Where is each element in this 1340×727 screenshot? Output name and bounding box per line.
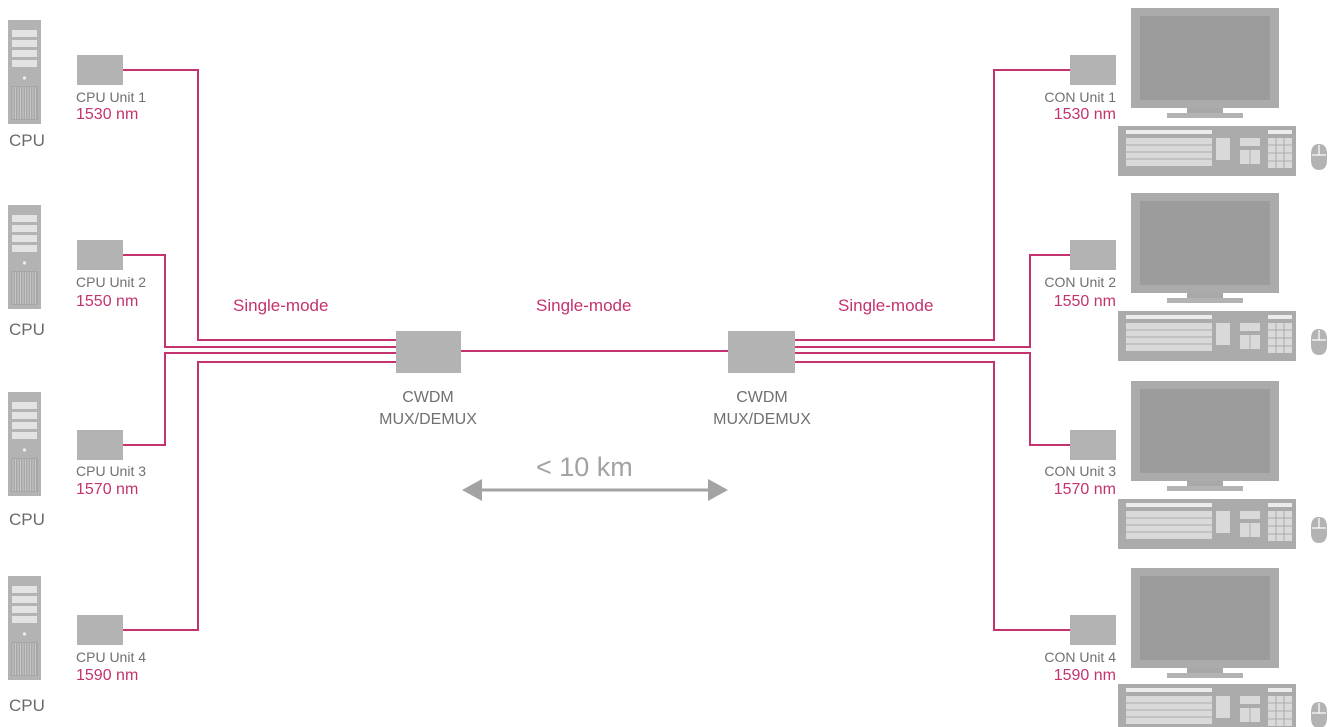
con-unit-1-wavelength: 1530 nm [1053, 106, 1116, 123]
cpu-unit-1-label: CPU Unit 1 [76, 89, 147, 105]
fiber-label-trunk: Single-mode [536, 296, 632, 315]
mouse-icon [1310, 701, 1328, 727]
con-unit-3-label: CON Unit 3 [1044, 463, 1116, 479]
cpu-unit-1-box [77, 55, 123, 85]
mux-left-label: CWDM MUX/DEMUX [343, 387, 513, 431]
keyboard-icon [1117, 310, 1297, 362]
cpu-unit-2-wavelength: 1550 nm [76, 293, 139, 310]
fiber-con-unit-1 [795, 69, 1070, 341]
cpu-label: CPU [9, 510, 45, 529]
monitor-icon [1131, 381, 1279, 491]
mouse-icon [1310, 328, 1328, 356]
con-unit-3-wavelength: 1570 nm [1053, 481, 1116, 498]
cpu-unit-3-box [77, 430, 123, 460]
mouse-icon [1310, 143, 1328, 171]
con-unit-4-label: CON Unit 4 [1044, 649, 1116, 665]
cpu-label: CPU [9, 320, 45, 339]
monitor-icon [1131, 8, 1279, 118]
fiber-label-left: Single-mode [233, 296, 329, 315]
cpu-unit-1-wavelength: 1530 nm [76, 106, 139, 123]
distance-arrow [462, 479, 728, 501]
fiber-cpu-unit-2 [123, 254, 396, 348]
fiber-cpu-unit-3 [123, 352, 396, 446]
cpu-tower-icon [7, 391, 42, 497]
keyboard-icon [1117, 498, 1297, 550]
mux-left-line2: MUX/DEMUX [379, 411, 477, 428]
fiber-con-unit-4 [795, 361, 1070, 631]
fiber-lines [123, 69, 1070, 631]
mux-right-box [728, 331, 795, 373]
cpu-unit-3-wavelength: 1570 nm [76, 481, 139, 498]
mouse-icon [1310, 516, 1328, 544]
con-unit-4-wavelength: 1590 nm [1053, 667, 1116, 684]
con-unit-2-box [1070, 240, 1116, 270]
distance-label: < 10 km [536, 452, 633, 482]
monitor-icon [1131, 568, 1279, 678]
cpu-unit-4-label: CPU Unit 4 [76, 649, 147, 665]
con-unit-4-box [1070, 615, 1116, 645]
cpu-tower-icon [7, 575, 42, 681]
con-unit-1-box [1070, 55, 1116, 85]
fiber-con-unit-2 [795, 254, 1070, 348]
cpu-unit-4-box [77, 615, 123, 645]
cpu-tower-icon [7, 204, 42, 310]
cpu-label: CPU [9, 131, 45, 150]
fiber-label-right: Single-mode [838, 296, 934, 315]
con-unit-1-label: CON Unit 1 [1044, 89, 1116, 105]
cpu-tower-icon [7, 19, 42, 125]
cpu-unit-2-label: CPU Unit 2 [76, 274, 147, 290]
mux-left-box [396, 331, 461, 373]
keyboard-icon [1117, 683, 1297, 727]
fiber-con-unit-3 [795, 352, 1070, 446]
cpu-unit-2-box [77, 240, 123, 270]
con-unit-2-wavelength: 1550 nm [1053, 293, 1116, 310]
con-unit-3-box [1070, 430, 1116, 460]
fiber-cpu-unit-1 [123, 69, 396, 341]
cpu-unit-3-label: CPU Unit 3 [76, 463, 147, 479]
cpu-label: CPU [9, 696, 45, 715]
fiber-cpu-unit-4 [123, 361, 396, 631]
cpu-unit-4-wavelength: 1590 nm [76, 667, 139, 684]
con-unit-2-label: CON Unit 2 [1044, 274, 1116, 290]
mux-left-line1: CWDM [402, 389, 454, 406]
monitor-icon [1131, 193, 1279, 303]
mux-right-label: CWDM MUX/DEMUX [677, 387, 847, 431]
keyboard-icon [1117, 125, 1297, 177]
mux-right-line1: CWDM [736, 389, 788, 406]
mux-right-line2: MUX/DEMUX [713, 411, 811, 428]
